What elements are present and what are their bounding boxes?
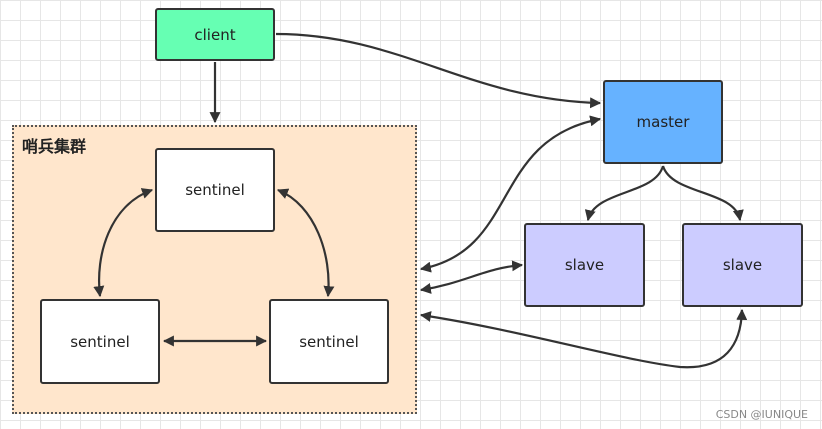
sentinel-node-right[interactable]: sentinel: [269, 299, 389, 384]
sentinel-node-left[interactable]: sentinel: [40, 299, 160, 384]
master-node[interactable]: master: [603, 80, 723, 164]
cluster-label: 哨兵集群: [22, 137, 87, 156]
edge-cluster-slave2: [419, 308, 748, 369]
watermark: CSDN @IUNIQUE: [715, 408, 808, 421]
edge-master-to-slave2: [661, 165, 744, 222]
client-node[interactable]: client: [155, 8, 275, 61]
edge-client-to-master: [275, 32, 602, 109]
edge-cluster-slave1: [419, 260, 524, 294]
edge-master-to-slave1: [584, 165, 665, 222]
slave-node-2[interactable]: slave: [682, 223, 803, 307]
slave-node-1[interactable]: slave: [524, 223, 645, 307]
sentinel-node-top[interactable]: sentinel: [155, 148, 275, 232]
